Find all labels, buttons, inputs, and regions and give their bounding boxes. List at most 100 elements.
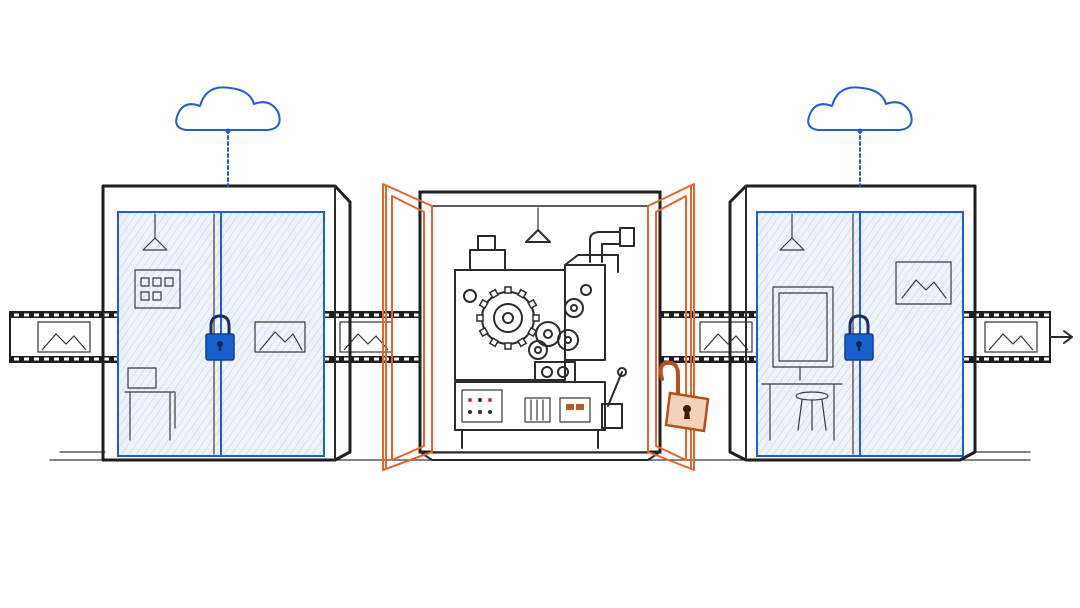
sprocket-hole	[364, 313, 369, 317]
sprocket-hole	[14, 313, 19, 317]
sprocket-hole	[414, 313, 419, 317]
sprocket-hole	[734, 313, 739, 317]
sprocket-hole	[14, 357, 19, 361]
sprocket-hole	[84, 313, 89, 317]
sprocket-hole	[104, 313, 109, 317]
sprocket-hole	[994, 313, 999, 317]
sprocket-hole	[694, 357, 699, 361]
sprocket-hole	[44, 313, 49, 317]
sprocket-hole	[1014, 313, 1019, 317]
building-left	[101, 184, 352, 462]
sprocket-hole	[334, 357, 339, 361]
arrow-right-icon	[1049, 330, 1073, 344]
sprocket-hole	[414, 357, 419, 361]
sprocket-hole	[364, 357, 369, 361]
gear-tooth	[527, 326, 538, 338]
sprocket-hole	[704, 313, 709, 317]
gear-tooth	[527, 298, 538, 310]
sprocket-hole	[334, 313, 339, 317]
padlock-open-icon	[658, 360, 710, 433]
sprocket-hole	[714, 357, 719, 361]
sprocket-hole	[64, 313, 69, 317]
sprocket-hole	[354, 313, 359, 317]
sprocket-hole	[984, 357, 989, 361]
sprocket-hole	[74, 357, 79, 361]
sprocket-hole	[714, 313, 719, 317]
sprocket-hole	[64, 357, 69, 361]
sprocket-hole	[1004, 357, 1009, 361]
gear-tooth	[516, 337, 528, 348]
building-right	[728, 184, 977, 462]
sprocket-hole	[74, 313, 79, 317]
sprocket-hole	[404, 313, 409, 317]
sprocket-hole	[24, 357, 29, 361]
film-frames	[37, 321, 1038, 353]
gear-tooth	[504, 286, 512, 294]
sprocket-hole	[964, 357, 969, 361]
large-gear-icon	[476, 286, 540, 350]
sprocket-hole	[694, 313, 699, 317]
sprocket-hole	[674, 357, 679, 361]
padlock-closed-icon	[205, 314, 235, 361]
sprocket-hole	[54, 357, 59, 361]
sprocket-hole	[324, 313, 329, 317]
sprocket-hole	[664, 357, 669, 361]
cloud-left-icon	[175, 86, 281, 187]
sprocket-hole	[1004, 313, 1009, 317]
small-gears-icon	[528, 298, 584, 360]
sprocket-hole	[34, 313, 39, 317]
sprocket-hole	[344, 357, 349, 361]
sprocket-hole	[1024, 357, 1029, 361]
sprocket-hole	[1034, 313, 1039, 317]
sprocket-hole	[44, 357, 49, 361]
sprocket-hole	[104, 357, 109, 361]
gear-tooth	[488, 337, 500, 348]
sprocket-hole	[114, 313, 119, 317]
gear-tooth	[516, 288, 528, 299]
gear-tooth	[532, 314, 540, 322]
sprocket-hole	[1014, 357, 1019, 361]
sprocket-hole	[724, 357, 729, 361]
gear-tooth	[504, 342, 512, 350]
gear-tooth	[488, 288, 500, 299]
sprocket-hole	[674, 313, 679, 317]
cloud-right-icon	[807, 86, 913, 187]
sprocket-hole	[94, 357, 99, 361]
sprocket-hole	[994, 357, 999, 361]
sprocket-hole	[94, 313, 99, 317]
gear-tooth	[476, 314, 484, 322]
sprocket-hole	[394, 357, 399, 361]
sprocket-hole	[34, 357, 39, 361]
sprocket-hole	[84, 357, 89, 361]
film-frame-landscape-icon	[699, 321, 753, 353]
sprocket-hole	[114, 357, 119, 361]
sprocket-hole	[344, 313, 349, 317]
sprocket-hole	[404, 357, 409, 361]
sprocket-hole	[1044, 357, 1049, 361]
sprocket-hole	[1044, 313, 1049, 317]
sprocket-hole	[734, 357, 739, 361]
sprocket-hole	[1034, 357, 1039, 361]
door-left-open	[382, 183, 433, 471]
film-frame-landscape-icon	[984, 321, 1038, 353]
sprocket-hole	[724, 313, 729, 317]
gear-tooth	[478, 298, 489, 310]
sprocket-hole	[354, 357, 359, 361]
sprocket-hole	[1024, 313, 1029, 317]
sprocket-hole	[374, 357, 379, 361]
sprocket-hole	[394, 313, 399, 317]
sprocket-hole	[24, 313, 29, 317]
building-center	[382, 183, 695, 471]
sprocket-hole	[54, 313, 59, 317]
sprocket-hole	[704, 357, 709, 361]
sprocket-hole	[374, 313, 379, 317]
sprocket-hole	[984, 313, 989, 317]
sprocket-hole	[964, 313, 969, 317]
sprocket-hole	[324, 357, 329, 361]
sprocket-hole	[664, 313, 669, 317]
machine	[454, 227, 635, 449]
film-frame-landscape-icon	[37, 321, 91, 353]
gear-tooth	[478, 326, 489, 338]
